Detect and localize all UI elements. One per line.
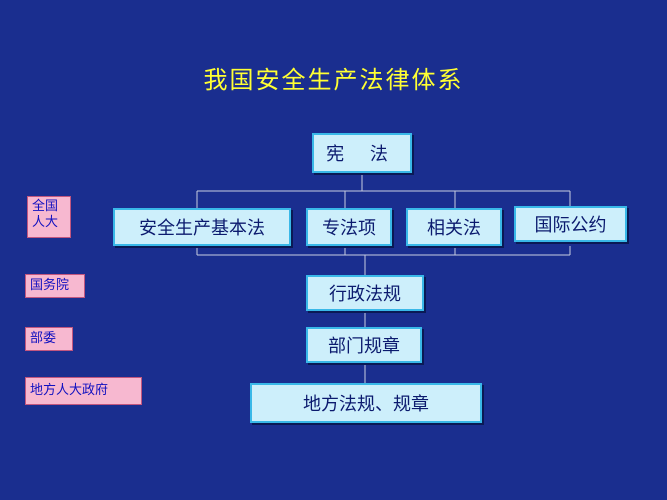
sidebar-npc-line1: 全国 (32, 199, 59, 214)
slide-title: 我国安全生产法律体系 (203, 66, 464, 94)
constitution-box: 宪 法 (312, 133, 412, 173)
admin-regulations-box: 行政法规 (306, 275, 424, 311)
international-convention-box: 国际公约 (514, 206, 627, 242)
sidebar-npc-line2: 人大 (32, 215, 59, 230)
sidebar-state-council: 国务院 (25, 274, 85, 298)
sidebar-local-gov: 地方人大政府 (25, 377, 142, 405)
department-rules-box: 部门规章 (306, 327, 422, 363)
local-regulations-box: 地方法规、规章 (250, 383, 482, 423)
sidebar-ministries: 部委 (25, 327, 73, 351)
special-law-box: 专法项 (306, 208, 392, 246)
safety-basic-law-box: 安全生产基本法 (113, 208, 291, 246)
sidebar-npc: 全国 人大 (27, 196, 71, 238)
related-law-box: 相关法 (406, 208, 502, 246)
